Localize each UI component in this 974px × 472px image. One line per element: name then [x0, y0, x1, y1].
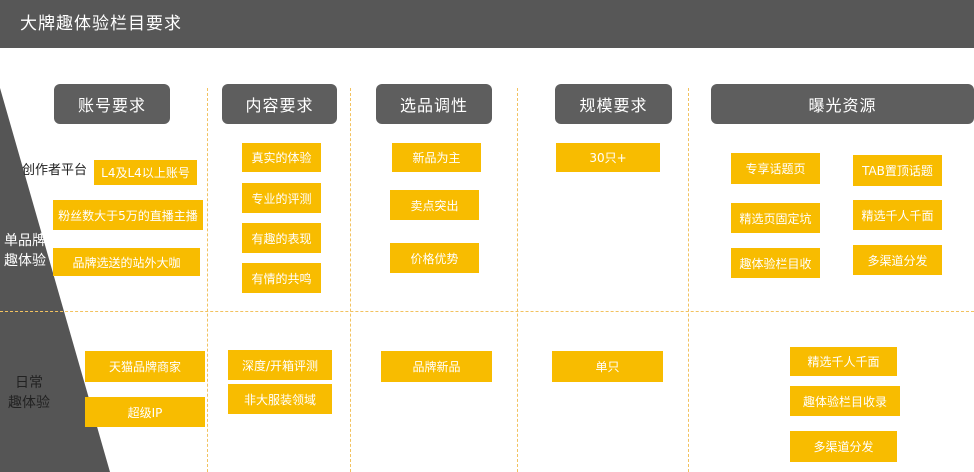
requirement-box: L4及L4以上账号 — [94, 160, 197, 185]
header-exposure: 曝光资源 — [711, 84, 974, 124]
column-divider — [517, 88, 518, 472]
column-divider — [688, 88, 689, 472]
row-label-single-brand: 单品牌 趣体验 — [0, 231, 50, 271]
requirement-box: 有趣的表现 — [242, 223, 321, 253]
requirement-box: 深度/开箱评测 — [228, 350, 332, 380]
header-selection: 选品调性 — [376, 84, 492, 124]
page-title: 大牌趣体验栏目要求 — [20, 14, 182, 34]
requirement-box: 价格优势 — [390, 243, 479, 273]
requirement-box: 有情的共鸣 — [242, 263, 321, 293]
requirement-box: 新品为主 — [392, 143, 481, 172]
requirement-box: 趣体验栏目收 — [731, 248, 820, 278]
header-scale: 规模要求 — [555, 84, 672, 124]
row-label-daily: 日常 趣体验 — [0, 373, 58, 413]
requirement-box: 粉丝数大于5万的直播主播 — [53, 200, 203, 230]
requirement-box: 品牌新品 — [381, 351, 492, 382]
requirement-box: 精选千人千面 — [790, 347, 897, 376]
header-account: 账号要求 — [54, 84, 170, 124]
requirement-box: 单只 — [552, 351, 663, 382]
requirement-box: 趣体验栏目收录 — [790, 386, 900, 416]
requirement-box: 专业的评测 — [242, 183, 321, 213]
row-label-line: 日常 — [15, 375, 43, 391]
requirement-box: 天猫品牌商家 — [85, 351, 205, 382]
column-divider — [350, 88, 351, 472]
requirement-box: 精选页固定坑 — [731, 203, 820, 233]
requirement-box: 卖点突出 — [390, 190, 479, 220]
row-divider — [0, 311, 974, 312]
column-divider — [207, 88, 208, 472]
row-label-line: 趣体验 — [4, 253, 46, 269]
requirement-box: 品牌选送的站外大咖 — [53, 248, 200, 276]
requirement-box: 精选千人千面 — [853, 200, 942, 230]
row-label-line: 单品牌 — [4, 233, 46, 249]
requirement-box: 30只+ — [556, 143, 660, 172]
requirement-box: 多渠道分发 — [790, 431, 897, 462]
requirement-box: TAB置顶话题 — [853, 155, 942, 186]
creator-platform-label: 创作者平台 — [22, 163, 88, 178]
header-content: 内容要求 — [222, 84, 337, 124]
requirement-box: 专享话题页 — [731, 153, 820, 184]
requirement-box: 多渠道分发 — [853, 245, 942, 275]
requirement-box: 超级IP — [85, 397, 205, 427]
top-bar — [0, 0, 974, 48]
row-label-line: 趣体验 — [8, 395, 50, 411]
requirement-box: 非大服装领域 — [228, 384, 332, 414]
requirement-box: 真实的体验 — [242, 143, 321, 172]
